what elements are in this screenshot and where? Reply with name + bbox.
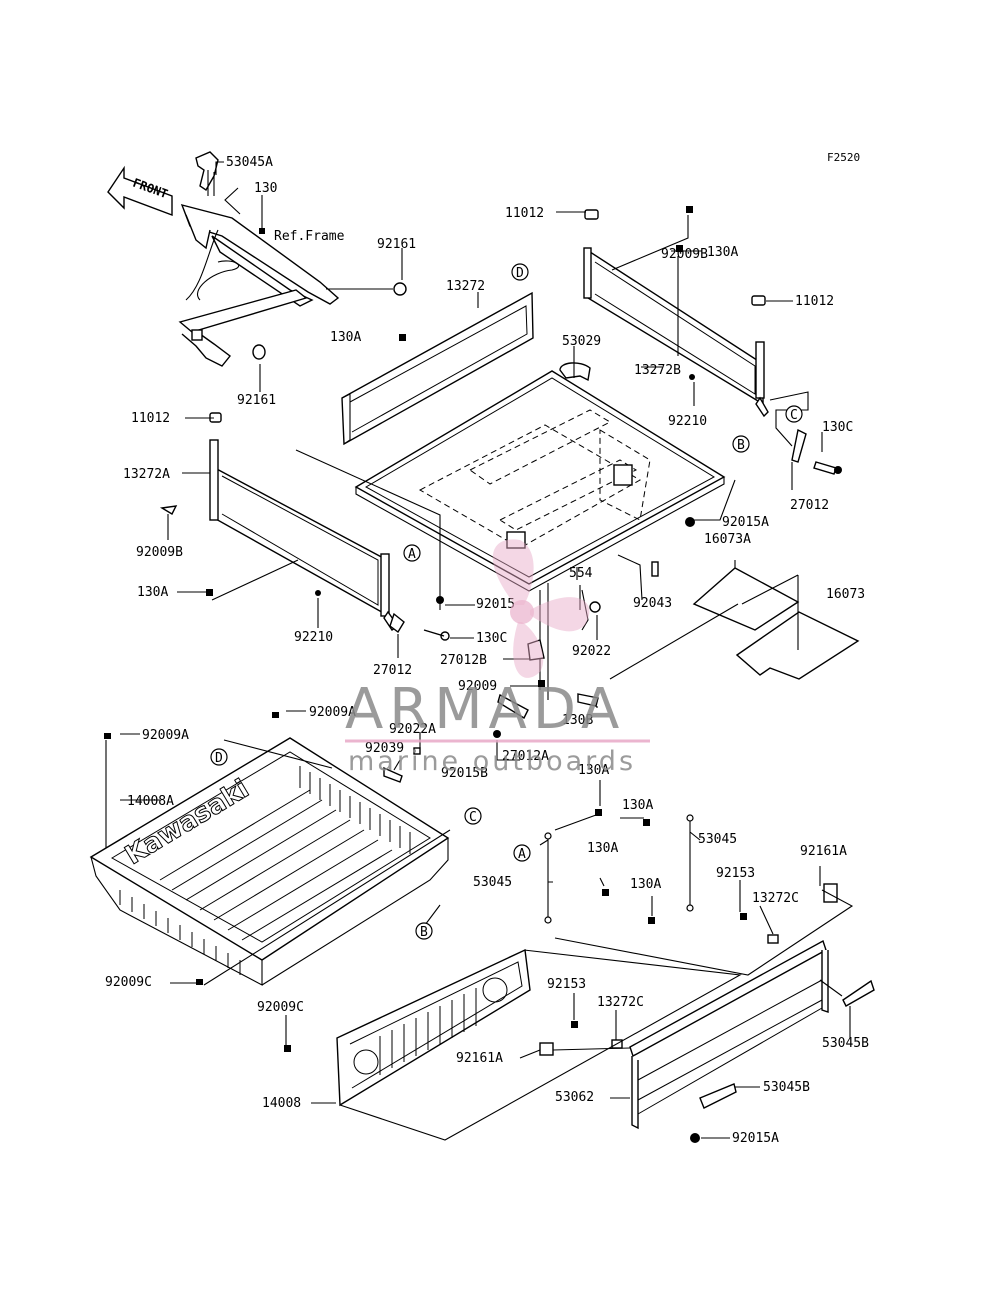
front-arrow-icon: FRONT xyxy=(107,165,173,217)
part-label: 92015A xyxy=(722,515,769,530)
part-label: 92161A xyxy=(800,844,847,859)
part-label: 92009A xyxy=(142,728,189,743)
leader-lines xyxy=(105,161,854,1141)
part-label: 53045 xyxy=(473,875,512,890)
callout-b-right: B xyxy=(732,435,750,453)
part-label: 11012 xyxy=(505,206,544,221)
part-label: 92161 xyxy=(377,237,416,252)
part-label: 92161 xyxy=(237,393,276,408)
part-label: 130C xyxy=(822,420,853,435)
part-label: 92015B xyxy=(441,766,488,781)
part-label: 92153 xyxy=(547,977,586,992)
part-label: 11012 xyxy=(795,294,834,309)
mats-drawing xyxy=(609,560,860,680)
part-label: 92039 xyxy=(365,741,404,756)
svg-text:B: B xyxy=(420,925,428,940)
callout-d-top: D xyxy=(511,263,529,281)
part-label: 13272 xyxy=(446,279,485,294)
part-label: 92009 xyxy=(458,679,497,694)
part-label: 92161A xyxy=(456,1051,503,1066)
svg-text:D: D xyxy=(516,266,524,281)
cargo-bed-floor-drawing xyxy=(354,362,726,700)
callout-d-bed: D xyxy=(210,748,228,766)
part-label: 14008A xyxy=(127,794,174,809)
part-label: 92009A xyxy=(309,705,356,720)
part-label: 27012 xyxy=(790,498,829,513)
svg-text:A: A xyxy=(518,847,526,862)
watermark-tagline: marine outboards xyxy=(348,746,636,777)
part-label: 92210 xyxy=(668,414,707,429)
cables-drawing xyxy=(544,814,694,924)
part-label: 13272A xyxy=(123,467,170,482)
svg-text:C: C xyxy=(790,408,798,423)
callout-b-bed: B xyxy=(415,922,433,940)
part-label: 27012 xyxy=(373,663,412,678)
bed-side-vents xyxy=(119,766,411,975)
part-label: 92022 xyxy=(572,644,611,659)
part-label: 27012B xyxy=(440,653,487,668)
part-label: 130A xyxy=(622,798,653,813)
part-label: 130A xyxy=(330,330,361,345)
part-label: 53029 xyxy=(562,334,601,349)
part-label: 130A xyxy=(587,841,618,856)
part-label: 53045B xyxy=(822,1036,869,1051)
part-label: 92009C xyxy=(257,1000,304,1015)
part-label: 16073A xyxy=(704,532,751,547)
part-label: 92210 xyxy=(294,630,333,645)
part-label: 11012 xyxy=(131,411,170,426)
tailgate-frame-drawing xyxy=(539,883,875,1130)
part-label: 554 xyxy=(569,566,593,581)
part-label: 92022A xyxy=(389,722,436,737)
part-label: 13272C xyxy=(597,995,644,1010)
part-label: 130 xyxy=(254,181,277,196)
part-label: 13272C xyxy=(752,891,799,906)
svg-text:C: C xyxy=(469,810,477,825)
svg-text:D: D xyxy=(215,751,223,766)
part-label: 92009B xyxy=(136,545,183,560)
watermark: ARMADA marine outboards xyxy=(345,539,650,777)
part-label: 14008 xyxy=(262,1096,301,1111)
part-label: 53045A xyxy=(226,155,273,170)
watermark-brand: ARMADA xyxy=(345,677,625,742)
part-label: 130B xyxy=(562,713,593,728)
ref-frame-drawing xyxy=(178,151,407,367)
figure-code: F2520 xyxy=(827,151,860,164)
callout-c-bed: C xyxy=(464,807,482,825)
part-label: 27012A xyxy=(502,749,549,764)
part-label: 13272B xyxy=(634,363,681,378)
callout-a-left: A xyxy=(403,544,421,562)
part-label: 92009B xyxy=(661,247,708,262)
part-label: 92015A xyxy=(732,1131,779,1146)
part-label: 92009C xyxy=(105,975,152,990)
bed-floor-ribs xyxy=(159,789,393,941)
part-label: 53062 xyxy=(555,1090,594,1105)
callout-a-cable: A xyxy=(513,844,531,862)
callout-circles: D C B A D C A B xyxy=(210,263,803,940)
propeller-logo-icon xyxy=(492,539,590,678)
part-label: 130A xyxy=(630,877,661,892)
part-label: 16073 xyxy=(826,587,865,602)
part-label: 92153 xyxy=(716,866,755,881)
part-label: 53045B xyxy=(763,1080,810,1095)
part-label: 130A xyxy=(578,763,609,778)
part-label: 130A xyxy=(707,245,738,260)
part-label: 92015 xyxy=(476,597,515,612)
part-label: 130C xyxy=(476,631,507,646)
part-label: Ref.Frame xyxy=(274,229,345,244)
right-side-panel-drawing xyxy=(583,209,769,418)
part-label: 53045 xyxy=(698,832,737,847)
svg-text:A: A xyxy=(408,547,416,562)
front-panel-drawing xyxy=(341,291,534,446)
part-label: 130A xyxy=(137,585,168,600)
hardware-drawing xyxy=(104,206,842,1143)
left-side-panel-drawing xyxy=(209,412,399,631)
part-labels: F2520 53045A 130 Ref.Frame 92161 92161 1… xyxy=(105,151,869,1146)
tailgate-drawing xyxy=(336,948,531,1107)
callout-c-right: C xyxy=(785,405,803,423)
svg-text:B: B xyxy=(737,438,745,453)
part-label: 92043 xyxy=(633,596,672,611)
